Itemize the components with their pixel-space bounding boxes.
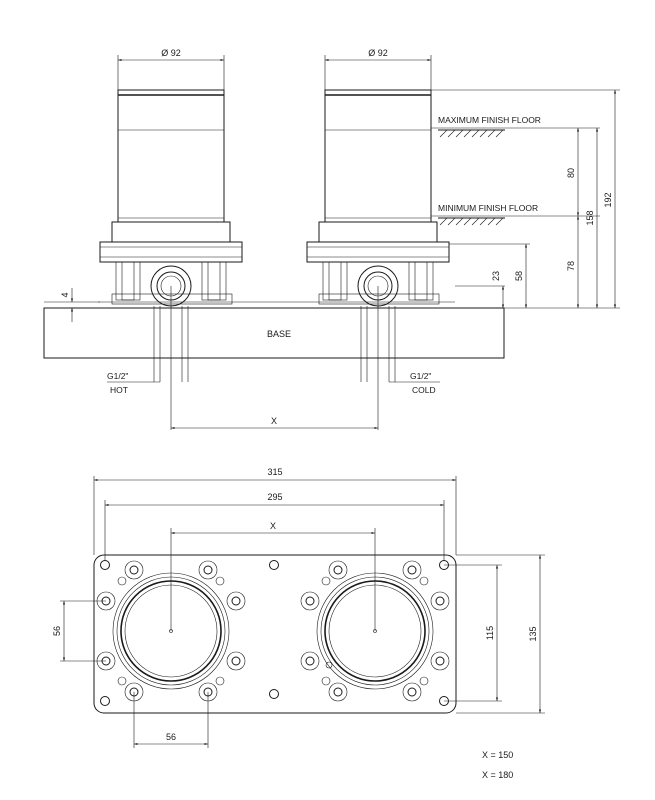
dim-295: 295	[267, 492, 282, 502]
dim-23: 23	[491, 271, 501, 281]
max-floor-label: MAXIMUM FINISH FLOOR	[438, 115, 541, 125]
dim-56-vertical: 56	[52, 626, 62, 636]
base-label-background	[263, 327, 295, 340]
mounting-plate	[93, 554, 457, 714]
note-x-150: X = 150	[482, 750, 513, 760]
diameter-left-label: Ø 92	[161, 48, 181, 58]
elevation-spacing-label: X	[271, 416, 277, 426]
left-valve-plan	[96, 560, 246, 702]
diameter-right-label: Ø 92	[368, 48, 388, 58]
dim-4: 4	[60, 292, 70, 297]
elevation-view: BASE	[43, 48, 620, 430]
left-valve-body	[99, 89, 243, 307]
hot-thread-label: G1/2"	[107, 371, 128, 381]
base-slab	[43, 307, 505, 359]
base-label: BASE	[267, 329, 291, 339]
plan-spacing-label: X	[270, 521, 276, 531]
note-x-180: X = 180	[482, 770, 513, 780]
dim-80: 80	[566, 168, 576, 178]
right-valve-body	[306, 89, 450, 307]
dim-192: 192	[603, 192, 613, 207]
dim-56-horizontal: 56	[166, 732, 176, 742]
dim-115: 115	[485, 626, 495, 640]
dim-135: 135	[528, 626, 538, 641]
plan-view: 315 295 X 56 56 115 135	[52, 467, 545, 748]
dim-158: 158	[585, 210, 595, 225]
cold-thread-label: G1/2"	[410, 371, 431, 381]
dim-78: 78	[566, 261, 576, 271]
dim-315: 315	[267, 467, 282, 477]
dim-58: 58	[514, 271, 524, 281]
min-floor-label: MINIMUM FINISH FLOOR	[438, 203, 538, 213]
hot-label: HOT	[110, 385, 128, 395]
plate-holes	[100, 560, 449, 706]
cold-label: COLD	[412, 385, 436, 395]
